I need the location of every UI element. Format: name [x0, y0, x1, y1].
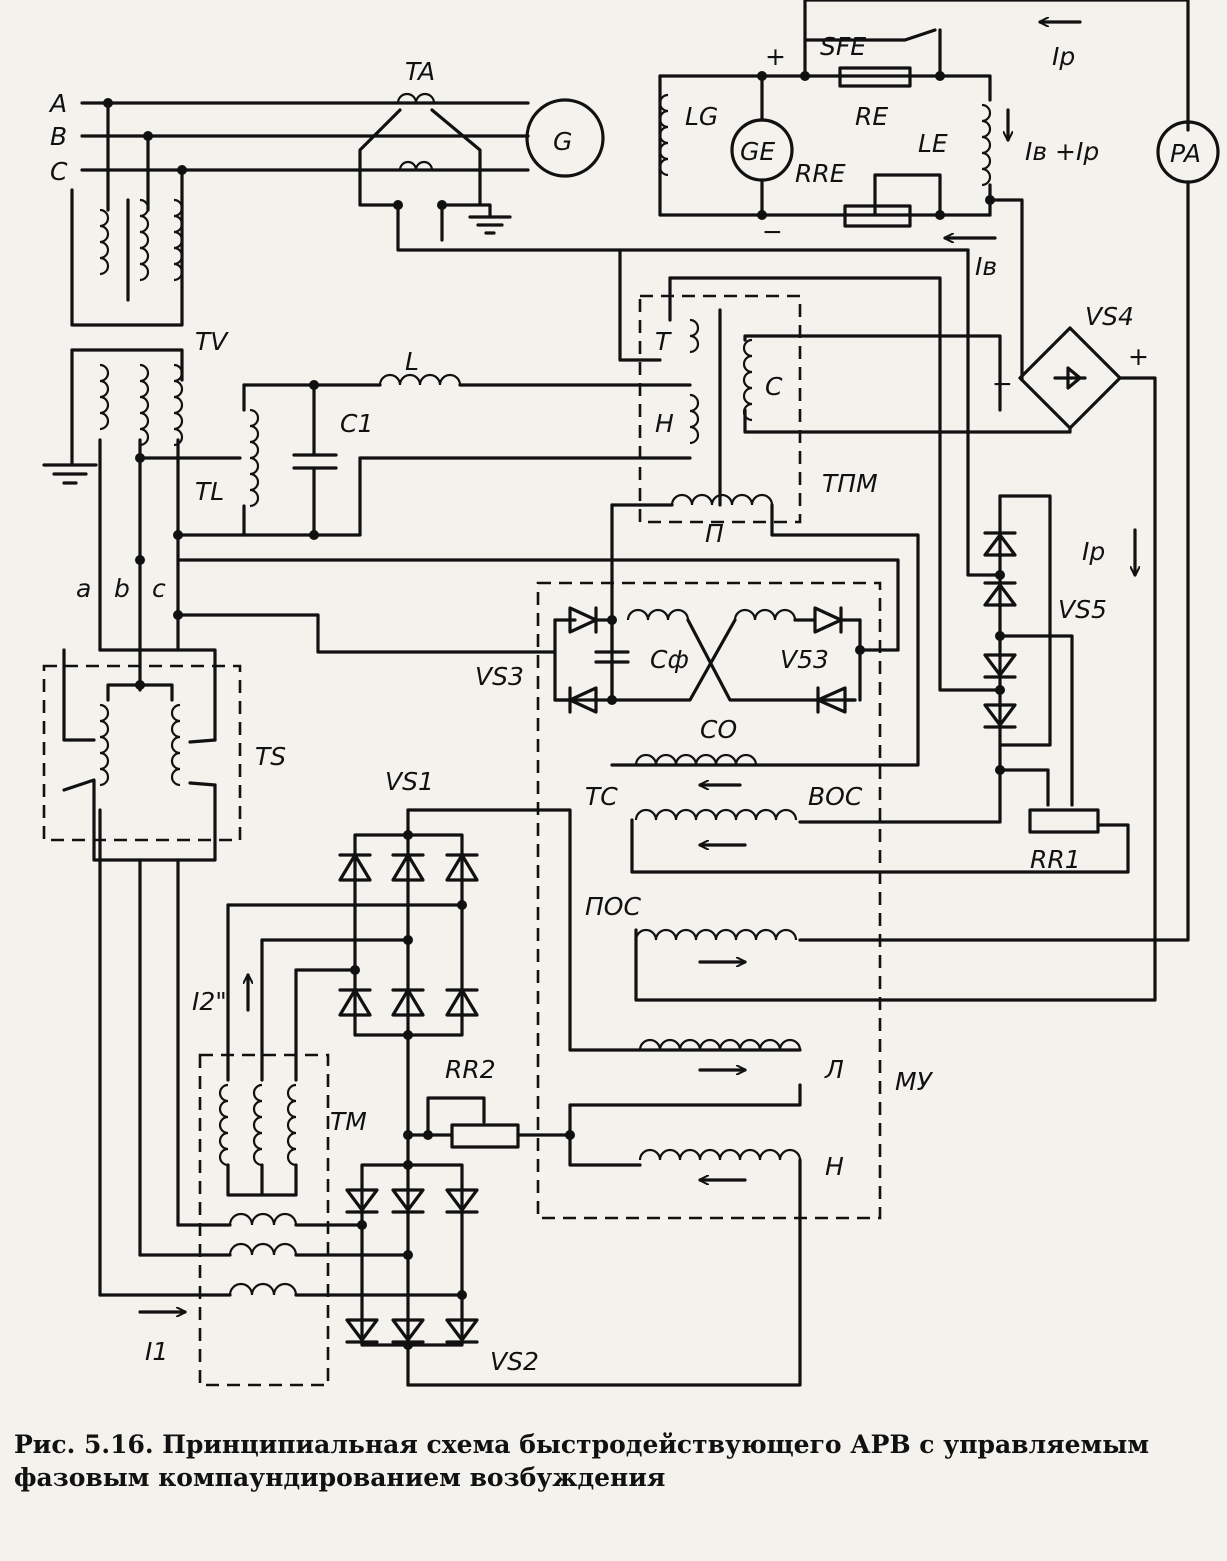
transformer-tpm: [610, 248, 1002, 767]
label-re: RE: [855, 102, 888, 131]
current-arrows: [138, 22, 1135, 1312]
caption-number: Рис. 5.16.: [14, 1430, 154, 1459]
label-minus-top: −: [762, 217, 783, 246]
label-phase-a: A: [48, 89, 67, 118]
label-sfe: SFE: [820, 32, 866, 61]
label-ib-plus-ip: Iв +Iр: [1025, 137, 1099, 166]
label-rr1: RR1: [1030, 845, 1081, 874]
label-ge: GE: [740, 137, 775, 166]
resistor-rr2: [403, 1033, 802, 1387]
generator-g: [525, 98, 605, 178]
label-vs1: VS1: [385, 767, 434, 796]
label-tpm-p: П: [705, 519, 724, 548]
label-mu-l: Л: [824, 1055, 844, 1084]
transformer-tv: [42, 348, 184, 652]
label-wire-b: b: [114, 574, 130, 603]
label-wire-c: c: [152, 574, 166, 603]
label-lg: LG: [685, 102, 718, 131]
rectifier-vs2: [345, 1160, 479, 1387]
label-pa: PA: [1170, 139, 1201, 168]
label-i1: I1: [145, 1337, 168, 1366]
resistor-rr1: [630, 768, 1130, 941]
label-vos: ВОС: [808, 782, 863, 811]
label-rre: RRE: [795, 159, 846, 188]
caption-text: Принципиальная схема быстродействующего …: [14, 1430, 1150, 1492]
label-tpm-h: H: [655, 409, 674, 438]
label-vs2: VS2: [490, 1347, 539, 1376]
label-vs3-left: VS3: [475, 662, 524, 691]
three-phase-bus: [80, 98, 530, 175]
label-pos: ПОС: [585, 892, 641, 921]
rectifier-vs3: [176, 558, 900, 766]
label-tpm-t: T: [655, 327, 672, 356]
label-vs3-right: V53: [780, 645, 829, 674]
label-le: LE: [918, 129, 948, 158]
label-vs4: VS4: [1085, 302, 1134, 331]
label-plus-vs4: +: [1128, 342, 1149, 371]
label-i2: I2": [192, 987, 227, 1016]
label-wire-a: a: [76, 574, 91, 603]
label-ta: TA: [405, 57, 435, 86]
label-g: G: [553, 127, 572, 156]
rectifier-vs4: [634, 326, 1157, 1002]
current-transformer-ta: [358, 92, 662, 362]
upper-potential-transformer: [70, 101, 184, 327]
label-ib: Iв: [975, 252, 997, 281]
transformer-tm: [98, 1053, 464, 1387]
label-tc: ТС: [585, 782, 618, 811]
label-tl: TL: [195, 477, 224, 506]
label-c1: C1: [340, 409, 373, 438]
label-l: L: [405, 347, 419, 376]
label-rr2: RR2: [445, 1055, 496, 1084]
label-ts: TS: [255, 742, 286, 771]
label-mu-h: Н: [825, 1152, 844, 1181]
filter-tl-c1-l: [138, 373, 692, 540]
label-mu: МУ: [895, 1067, 934, 1096]
label-cf: Cф: [650, 645, 689, 674]
label-minus-vs4: −: [992, 369, 1013, 398]
label-plus-top: +: [765, 42, 786, 71]
circuit-diagram: A B C TA G TV L C1 TL a b c TS + SFE RE …: [42, 0, 1220, 1387]
transformer-ts: [42, 648, 242, 1297]
label-phase-c: C: [50, 157, 68, 186]
label-tpm-c: C: [765, 372, 783, 401]
figure-caption: Рис. 5.16. Принципиальная схема быстроде…: [14, 1428, 1214, 1494]
rectifier-vs1: [226, 808, 802, 1082]
label-co: СО: [700, 715, 737, 744]
label-phase-b: B: [50, 122, 67, 151]
exciter-circuit: [658, 0, 1220, 942]
magnetic-amplifier-mu: [536, 581, 882, 1220]
label-vs5: VS5: [1058, 595, 1107, 624]
label-tv: TV: [195, 327, 229, 356]
label-tm: TM: [330, 1107, 367, 1136]
rectifier-vs5: [983, 494, 1074, 807]
label-ip-top: Iр: [1052, 42, 1075, 71]
label-tpm: ТПМ: [822, 469, 878, 498]
label-ip-right: Iр: [1082, 537, 1105, 566]
